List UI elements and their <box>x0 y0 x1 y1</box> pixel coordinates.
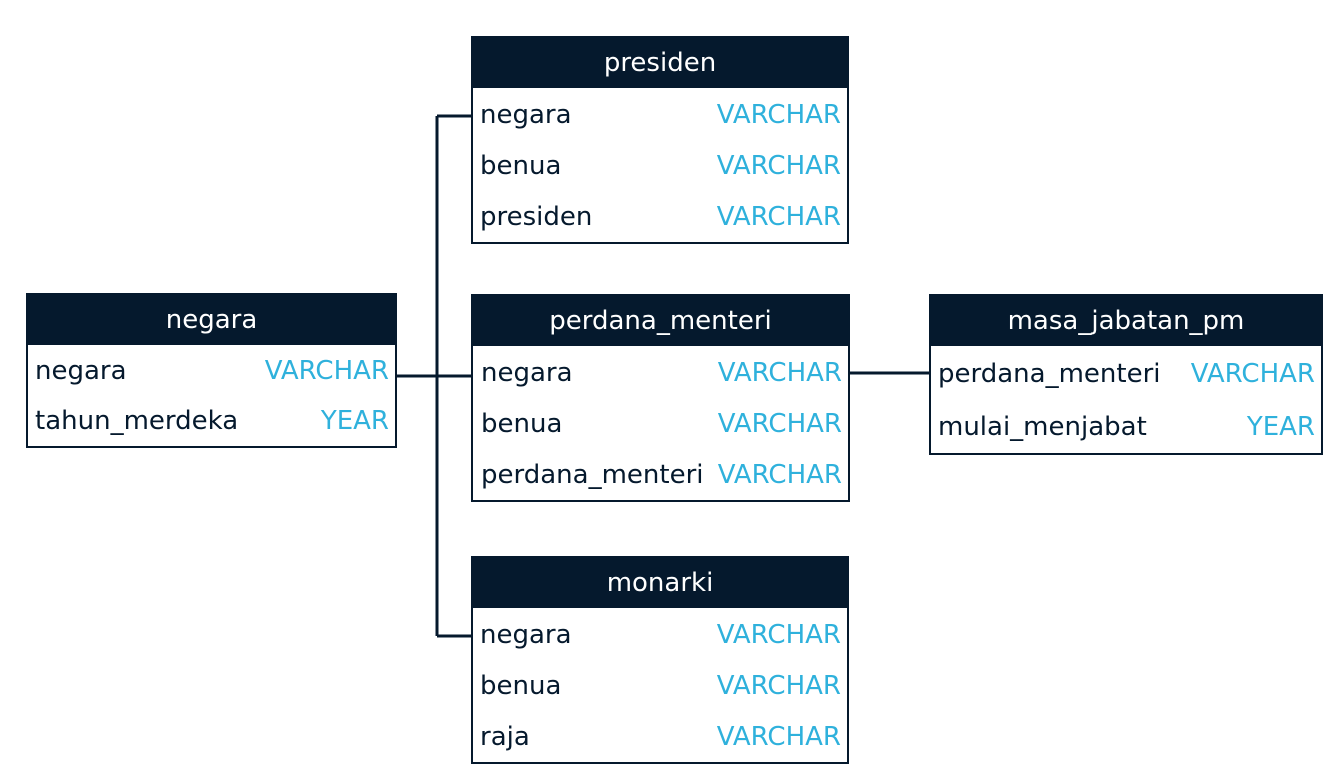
field-row: perdana_menteri VARCHAR <box>473 449 848 500</box>
field-name: negara <box>35 356 127 386</box>
table-body-masa-jabatan-pm: perdana_menteri VARCHAR mulai_menjabat Y… <box>931 346 1321 453</box>
table-body-perdana-menteri: negara VARCHAR benua VARCHAR perdana_men… <box>473 346 848 500</box>
table-monarki[interactable]: monarki negara VARCHAR benua VARCHAR raj… <box>471 556 849 764</box>
field-type: YEAR <box>320 406 389 436</box>
field-row: benua VARCHAR <box>473 660 847 711</box>
field-type: VARCHAR <box>264 356 389 386</box>
table-header-masa-jabatan-pm: masa_jabatan_pm <box>931 296 1321 346</box>
field-row: raja VARCHAR <box>473 711 847 762</box>
field-type: VARCHAR <box>716 150 841 181</box>
field-row: benua VARCHAR <box>473 398 848 449</box>
table-header-perdana-menteri: perdana_menteri <box>473 296 848 346</box>
field-type: VARCHAR <box>716 619 841 650</box>
field-name: perdana_menteri <box>481 459 704 490</box>
field-row: negara VARCHAR <box>473 347 848 398</box>
field-name: perdana_menteri <box>938 358 1161 389</box>
field-type: VARCHAR <box>717 357 842 388</box>
table-header-monarki: monarki <box>473 558 847 608</box>
field-row: perdana_menteri VARCHAR <box>931 347 1321 400</box>
field-name: negara <box>480 619 572 650</box>
table-body-negara: negara VARCHAR tahun_merdeka YEAR <box>28 345 395 446</box>
field-row: negara VARCHAR <box>473 609 847 660</box>
field-name: benua <box>480 670 562 701</box>
field-row: tahun_merdeka YEAR <box>28 396 395 446</box>
field-type: YEAR <box>1246 411 1315 442</box>
table-header-negara: negara <box>28 295 395 345</box>
field-name: benua <box>480 150 562 181</box>
table-negara[interactable]: negara negara VARCHAR tahun_merdeka YEAR <box>26 293 397 448</box>
table-body-monarki: negara VARCHAR benua VARCHAR raja VARCHA… <box>473 608 847 762</box>
field-type: VARCHAR <box>1190 358 1315 389</box>
field-name: mulai_menjabat <box>938 411 1147 442</box>
table-perdana-menteri[interactable]: perdana_menteri negara VARCHAR benua VAR… <box>471 294 850 502</box>
field-row: mulai_menjabat YEAR <box>931 400 1321 453</box>
field-type: VARCHAR <box>716 201 841 232</box>
field-row: presiden VARCHAR <box>473 191 847 242</box>
table-body-presiden: negara VARCHAR benua VARCHAR presiden VA… <box>473 88 847 242</box>
field-type: VARCHAR <box>717 459 842 490</box>
field-name: benua <box>481 408 563 439</box>
field-name: presiden <box>480 201 593 232</box>
field-type: VARCHAR <box>716 99 841 130</box>
field-name: raja <box>480 721 530 752</box>
field-row: negara VARCHAR <box>473 89 847 140</box>
field-row: benua VARCHAR <box>473 140 847 191</box>
table-presiden[interactable]: presiden negara VARCHAR benua VARCHAR pr… <box>471 36 849 244</box>
table-header-presiden: presiden <box>473 38 847 88</box>
field-name: negara <box>480 99 572 130</box>
field-type: VARCHAR <box>716 670 841 701</box>
table-masa-jabatan-pm[interactable]: masa_jabatan_pm perdana_menteri VARCHAR … <box>929 294 1323 455</box>
field-name: negara <box>481 357 573 388</box>
field-type: VARCHAR <box>716 721 841 752</box>
field-row: negara VARCHAR <box>28 346 395 396</box>
field-type: VARCHAR <box>717 408 842 439</box>
field-name: tahun_merdeka <box>35 406 239 436</box>
